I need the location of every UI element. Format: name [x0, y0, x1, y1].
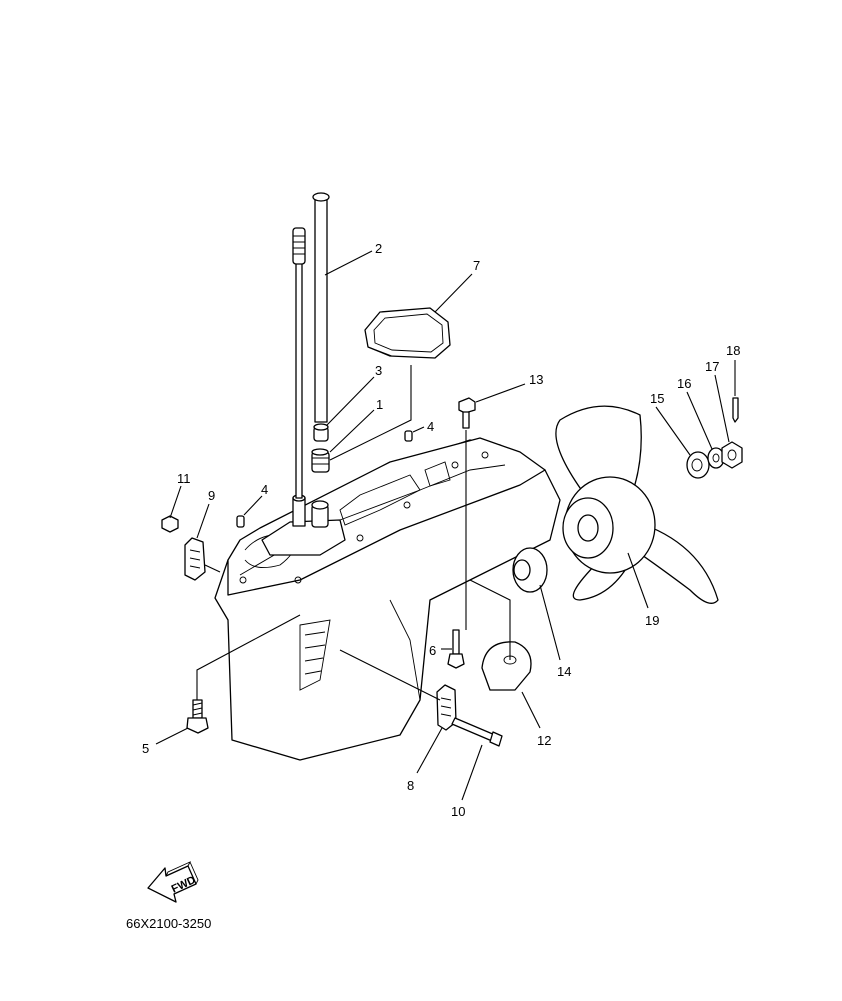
callout-3: 3 — [375, 363, 382, 378]
bolt-5[interactable] — [186, 699, 209, 734]
callout-5: 5 — [142, 741, 149, 756]
callout-15: 15 — [650, 391, 664, 406]
leader-line — [329, 365, 412, 461]
spacer-15[interactable] — [686, 451, 710, 479]
callout-19: 19 — [645, 613, 659, 628]
cotter-pin-18[interactable] — [732, 397, 739, 423]
callout-2: 2 — [375, 241, 382, 256]
washer-16[interactable] — [707, 447, 725, 469]
callout-10: 10 — [451, 804, 465, 819]
callout-18: 18 — [726, 343, 740, 358]
bolt-13[interactable] — [458, 397, 476, 429]
dowel-pin[interactable] — [236, 515, 245, 528]
callout-13: 13 — [529, 372, 543, 387]
grommet[interactable] — [313, 423, 329, 442]
callout-17: 17 — [705, 359, 719, 374]
dowel-pin[interactable] — [404, 430, 413, 442]
callout-4: 4 — [427, 419, 434, 434]
bolt-6[interactable] — [447, 629, 465, 669]
callout-4: 4 — [261, 482, 268, 497]
trim-tab-anode[interactable] — [481, 641, 532, 691]
leader-line — [469, 579, 511, 660]
callout-leaders — [155, 250, 736, 801]
callout-1: 1 — [376, 397, 383, 412]
water-tube[interactable] — [312, 192, 330, 423]
propeller[interactable] — [555, 405, 719, 604]
callout-11: 11 — [177, 471, 191, 486]
anode-9[interactable] — [184, 537, 206, 581]
nut-11[interactable] — [161, 515, 179, 533]
drive-shaft[interactable] — [292, 227, 306, 499]
callout-6: 6 — [429, 643, 436, 658]
leader-line — [204, 564, 221, 573]
leader-line — [339, 649, 441, 701]
thrust-spacer[interactable] — [512, 547, 548, 593]
callout-12: 12 — [537, 733, 551, 748]
fwd-arrow-icon: FWD — [147, 861, 199, 903]
diagram-code: 66X2100-3250 — [126, 916, 211, 931]
callout-8: 8 — [407, 778, 414, 793]
seal[interactable] — [311, 448, 330, 473]
gasket[interactable] — [364, 307, 451, 359]
callout-16: 16 — [677, 376, 691, 391]
screw-10[interactable] — [451, 717, 503, 747]
callout-9: 9 — [208, 488, 215, 503]
pump-base[interactable] — [261, 494, 346, 556]
callout-14: 14 — [557, 664, 571, 679]
leader-line — [196, 614, 301, 700]
callout-7: 7 — [473, 258, 480, 273]
tube-seat[interactable] — [311, 500, 329, 528]
nut-17[interactable] — [721, 441, 743, 469]
